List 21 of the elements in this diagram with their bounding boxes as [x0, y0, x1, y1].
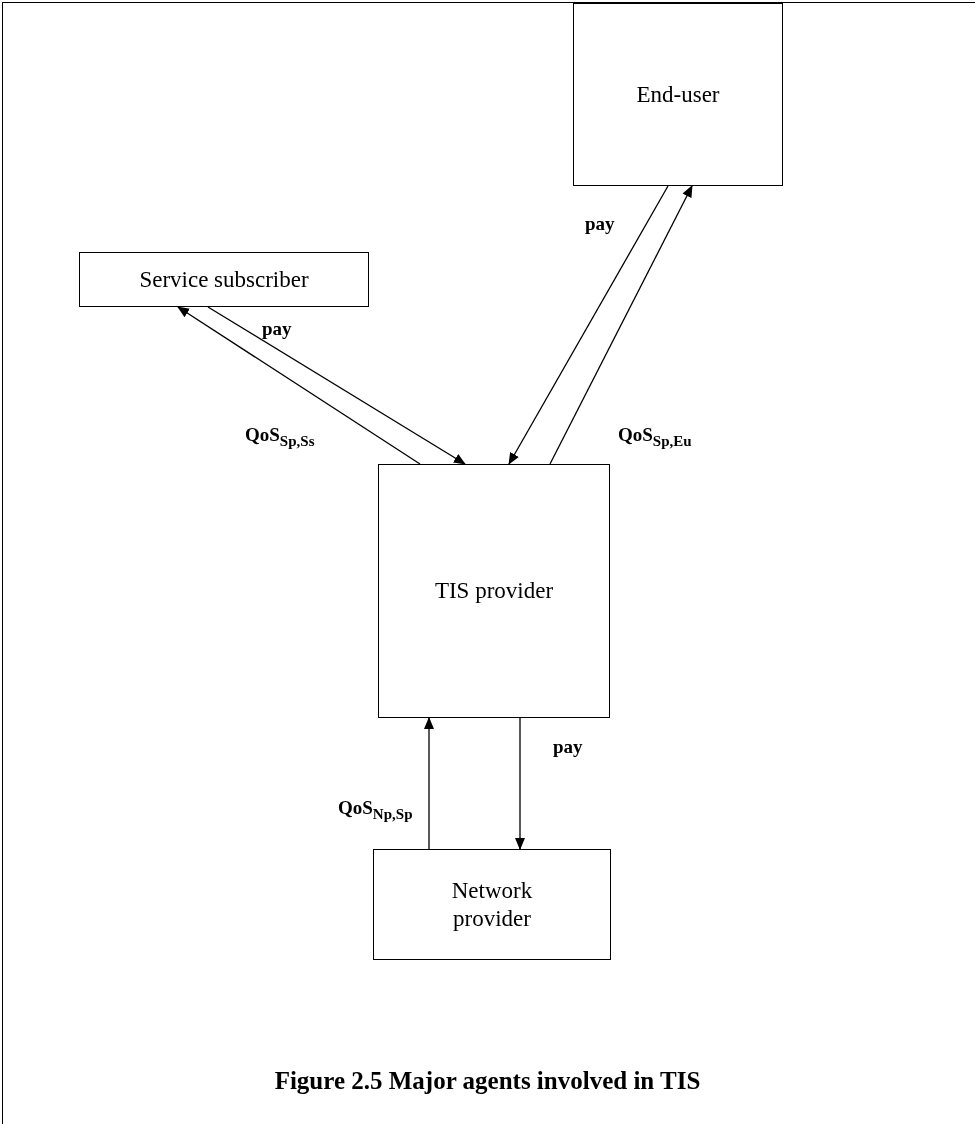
- arrow: [508, 185, 669, 465]
- agent-box: [373, 849, 611, 960]
- figure-caption: Figure 2.5 Major agents involved in TIS: [273, 1067, 702, 1095]
- edge-label: QoS$_{Sp,Eu}$: [618, 424, 692, 450]
- agent-box: [378, 464, 610, 718]
- agent-name: TIS provider: [434, 576, 554, 605]
- agent-name: Service subscriber: [139, 265, 309, 294]
- edge-label: QoS$_{Np,Sp}$: [338, 797, 413, 823]
- edge-label: QoS$_{Sp,Ss}$: [245, 424, 315, 450]
- agent-name: Network provider: [450, 876, 534, 933]
- edge-label: pay: [262, 318, 292, 340]
- agent-box: [573, 3, 783, 186]
- arrow: [207, 306, 466, 465]
- arrow: [177, 306, 421, 465]
- agent-name: End-user: [636, 80, 720, 109]
- agent-box: [79, 252, 369, 307]
- edge-label: pay: [553, 736, 583, 758]
- arrow: [515, 717, 525, 850]
- arrow: [549, 185, 693, 465]
- arrow: [424, 717, 434, 850]
- edge-label: pay: [585, 213, 615, 235]
